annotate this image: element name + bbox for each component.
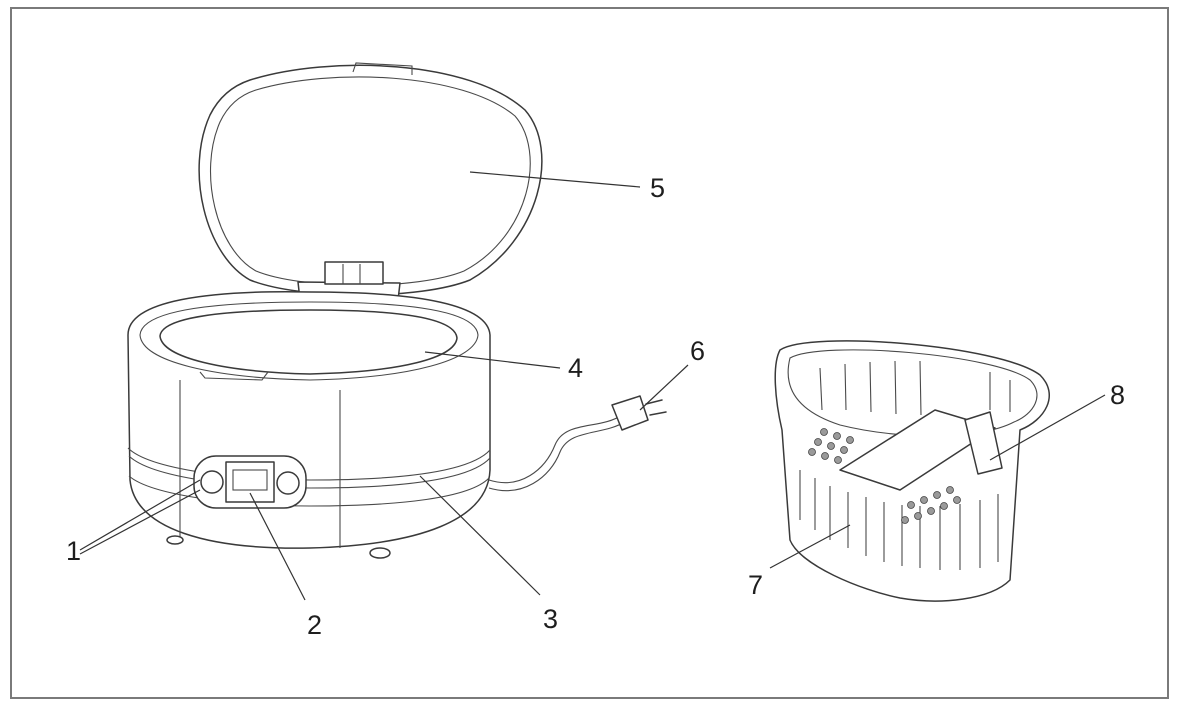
leader-1b bbox=[79, 489, 201, 555]
leader-2 bbox=[249, 492, 306, 601]
power-cord bbox=[488, 395, 667, 492]
callout-8: 8 bbox=[1110, 380, 1125, 410]
callout-7: 7 bbox=[748, 570, 763, 600]
leader-5 bbox=[469, 171, 641, 188]
leader-8 bbox=[989, 394, 1106, 461]
leader-6 bbox=[639, 364, 689, 411]
lid bbox=[198, 62, 543, 296]
display-window bbox=[225, 461, 275, 503]
callout-5: 5 bbox=[650, 173, 665, 203]
leader-3 bbox=[419, 475, 541, 596]
leader-1a bbox=[79, 479, 201, 551]
basket bbox=[774, 340, 1050, 602]
callout-3: 3 bbox=[543, 604, 558, 634]
cleaner-base bbox=[127, 291, 491, 559]
button-left-icon bbox=[200, 470, 224, 494]
control-panel bbox=[193, 455, 307, 509]
callout-2: 2 bbox=[307, 610, 322, 640]
leader-7 bbox=[769, 524, 851, 569]
plug-icon bbox=[611, 395, 649, 431]
callout-6: 6 bbox=[690, 336, 705, 366]
leader-lines bbox=[79, 171, 1106, 601]
callout-4: 4 bbox=[568, 353, 583, 383]
callout-1: 1 bbox=[66, 536, 81, 566]
callout-numbers: 1 2 3 4 5 6 7 8 bbox=[66, 173, 1125, 640]
button-right-icon bbox=[276, 471, 300, 495]
leader-4 bbox=[424, 351, 561, 369]
